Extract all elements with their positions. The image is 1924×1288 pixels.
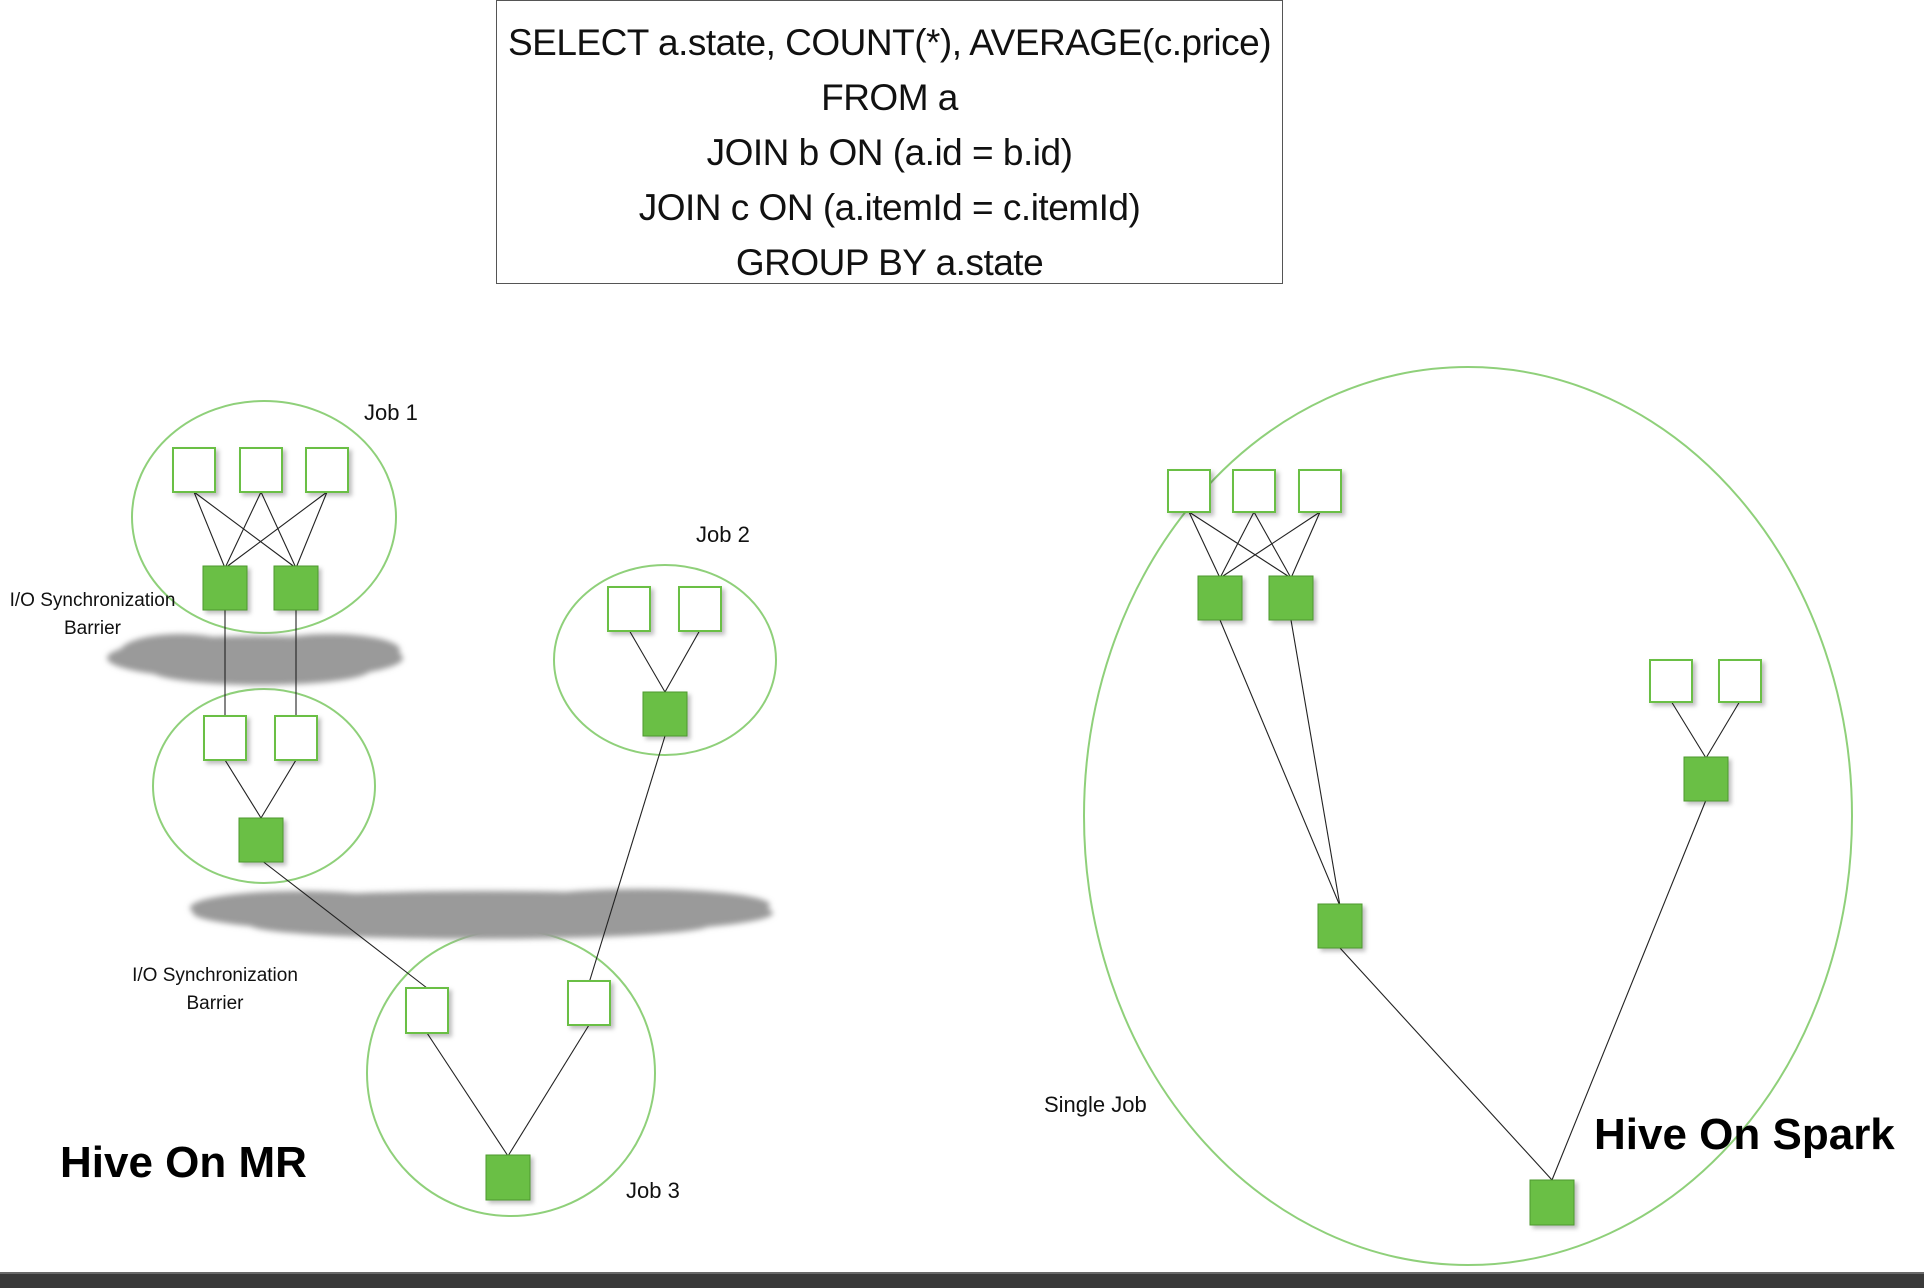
spark-reduce-task: [1683, 756, 1729, 802]
job1-map-task: [239, 447, 283, 493]
mid-reduce-task: [238, 817, 284, 863]
barrier-1-label: I/O Synchronization Barrier: [0, 587, 185, 643]
job1-outline: [131, 400, 397, 634]
query-line: FROM a: [821, 77, 958, 118]
job1-reduce-task: [273, 565, 319, 611]
sql-query-box: SELECT a.state, COUNT(*), AVERAGE(c.pric…: [496, 0, 1283, 284]
job1-label: Job 1: [364, 400, 418, 425]
barrier-cloud-2: [190, 889, 773, 939]
spark-map-task: [1298, 469, 1342, 513]
spark-map-task: [1167, 469, 1211, 513]
barrier-1-label-line1: I/O Synchronization: [9, 590, 176, 611]
bottom-window-bar: [0, 1272, 1924, 1288]
job2-map-task: [607, 586, 651, 632]
job2-map-task: [678, 586, 722, 632]
job2-outline: [553, 564, 777, 756]
job-middle-outline: [152, 688, 376, 884]
job3-label: Job 3: [626, 1178, 680, 1203]
barrier-2-label-line1: I/O Synchronization: [132, 965, 298, 986]
spark-final-task: [1529, 1179, 1575, 1226]
barrier-2-label: I/O Synchronization Barrier: [120, 962, 310, 1018]
job2-label: Job 2: [696, 522, 750, 547]
job1-map-task: [172, 447, 216, 493]
single-job-label: Single Job: [1044, 1092, 1147, 1117]
mr-edges: [193, 491, 701, 1157]
job3-reduce-task: [485, 1154, 531, 1201]
hive-on-mr-title: Hive On MR: [60, 1138, 307, 1187]
spark-map-task: [1718, 659, 1762, 703]
query-line: JOIN b ON (a.id = b.id): [706, 132, 1073, 173]
job3-map-task: [405, 987, 449, 1034]
spark-tasks: [1167, 469, 1762, 1226]
query-line: JOIN c ON (a.itemId = c.itemId): [638, 187, 1141, 228]
single-job-outline: [1083, 366, 1853, 1266]
spark-reduce-task: [1197, 575, 1243, 621]
barrier-cloud-1: [107, 634, 403, 685]
spark-edges: [1188, 511, 1741, 1181]
mid-map-task: [203, 715, 247, 761]
job2-reduce-task: [642, 691, 688, 737]
query-line: GROUP BY a.state: [735, 242, 1044, 283]
job3-map-task: [567, 980, 611, 1026]
query-line: SELECT a.state, COUNT(*), AVERAGE(c.pric…: [507, 22, 1272, 63]
job1-map-task: [305, 447, 349, 493]
spark-map-task: [1649, 659, 1693, 703]
spark-reduce-task: [1317, 903, 1363, 949]
job1-reduce-task: [202, 565, 248, 611]
mid-map-task: [274, 715, 318, 761]
barrier-2-label-line2: Barrier: [186, 993, 244, 1014]
barrier-1-label-line2: Barrier: [63, 618, 121, 639]
spark-map-task: [1232, 469, 1276, 513]
spark-reduce-task: [1268, 575, 1314, 621]
mr-tasks: [172, 447, 722, 1201]
hive-on-spark-title: Hive On Spark: [1594, 1110, 1895, 1159]
